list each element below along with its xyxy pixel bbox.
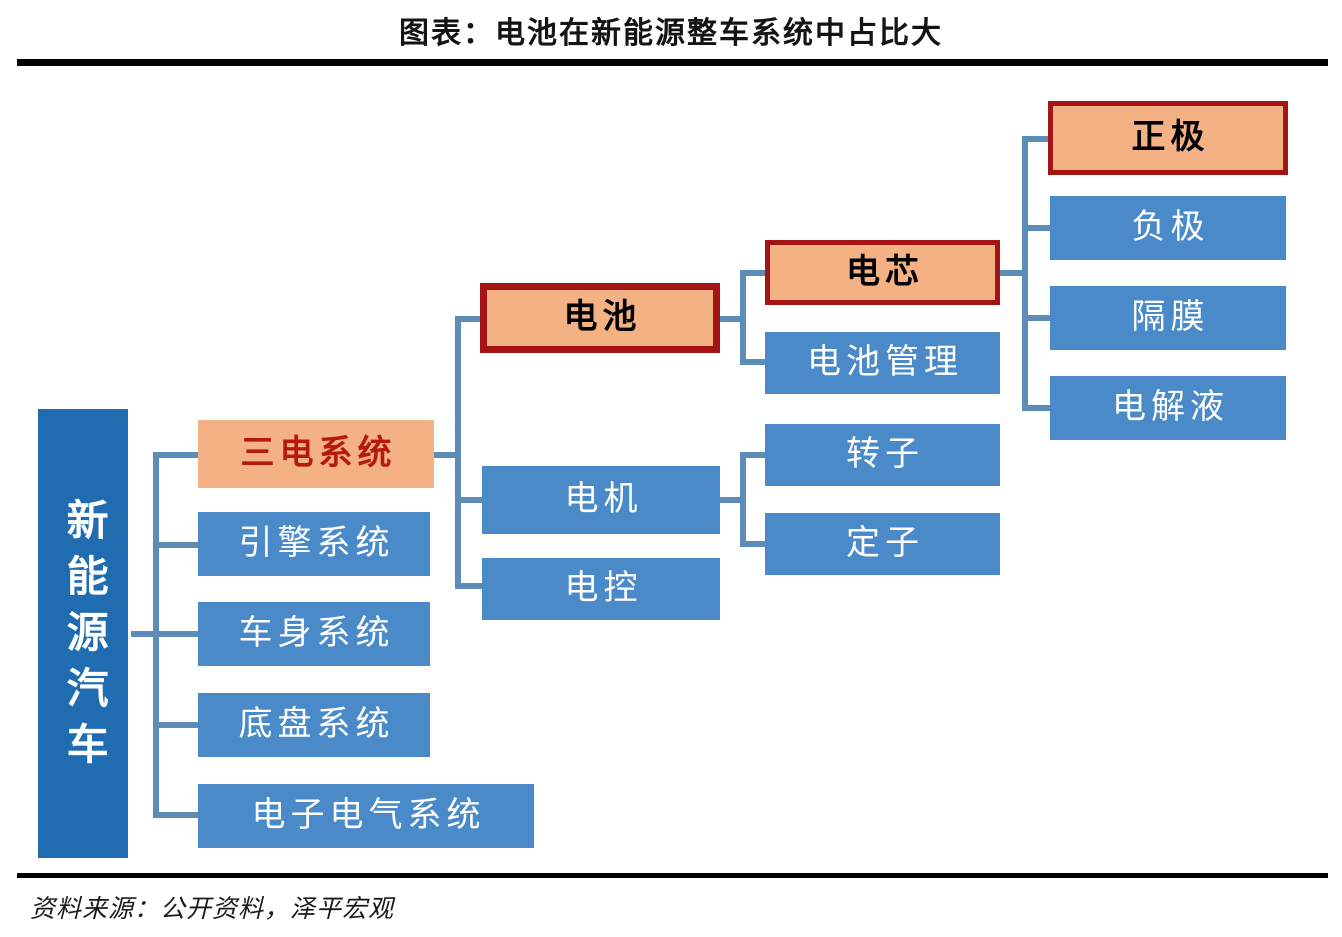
node-label: 车身系统 — [238, 615, 395, 653]
node-three-electric-system[interactable]: 三电系统 — [198, 420, 434, 488]
connector-sandian-stub — [432, 452, 460, 458]
node-chassis-system[interactable]: 底盘系统 — [198, 693, 430, 757]
node-motor[interactable]: 电机 — [482, 466, 720, 534]
node-anode[interactable]: 负极 — [1050, 196, 1286, 260]
node-label: 新能源汽车 — [60, 497, 107, 778]
node-body-system[interactable]: 车身系统 — [198, 602, 430, 666]
connector-to-dianji — [455, 497, 488, 503]
connector-to-cheshen — [153, 631, 200, 637]
node-label: 电池 — [563, 299, 642, 337]
connector-dianchi-stub — [718, 316, 746, 322]
node-label: 电池管理 — [807, 344, 963, 382]
node-battery-management[interactable]: 电池管理 — [765, 332, 1000, 394]
node-label: 引擎系统 — [238, 525, 395, 563]
connector-level3-trunk — [455, 316, 461, 589]
node-label: 定子 — [846, 525, 924, 563]
node-label: 转子 — [846, 436, 924, 474]
connector-to-dianjieye — [1022, 405, 1054, 411]
node-label: 电控 — [564, 570, 643, 608]
node-battery-cell[interactable]: 电芯 — [765, 240, 1000, 305]
connector-to-dianzi — [153, 812, 200, 818]
node-label: 电子电气系统 — [251, 797, 486, 835]
connector-to-dingzi — [740, 541, 770, 547]
node-label: 正极 — [1131, 119, 1210, 157]
connector-to-dianxin — [740, 270, 770, 276]
source-note: 资料来源：公开资料，泽平宏观 — [30, 896, 395, 923]
connector-to-fuji — [1022, 225, 1054, 231]
node-label: 隔膜 — [1131, 299, 1210, 337]
connector-level4-battery-trunk — [740, 270, 746, 365]
title-divider-rule — [17, 59, 1328, 66]
node-separator[interactable]: 隔膜 — [1050, 286, 1286, 350]
node-new-energy-vehicle[interactable]: 新能源汽车 — [38, 409, 128, 858]
node-rotor[interactable]: 转子 — [765, 424, 1000, 486]
connector-to-gemo — [1022, 315, 1054, 321]
node-electronic-electrical-system[interactable]: 电子电气系统 — [198, 784, 534, 848]
connector-root-stub — [131, 631, 159, 637]
node-electrolyte[interactable]: 电解液 — [1050, 376, 1286, 440]
connector-to-zhuanzi — [740, 452, 770, 458]
node-engine-system[interactable]: 引擎系统 — [198, 512, 430, 576]
connector-level5-trunk — [1022, 136, 1028, 411]
node-label: 电机 — [564, 481, 643, 519]
node-battery[interactable]: 电池 — [480, 283, 720, 353]
node-label: 底盘系统 — [238, 706, 395, 744]
connector-level4-motor-trunk — [740, 452, 746, 547]
node-cathode[interactable]: 正极 — [1048, 101, 1288, 175]
connector-dianji-stub — [718, 497, 746, 503]
connector-to-zhengji — [1022, 136, 1054, 142]
connector-dianxin-stub — [998, 270, 1026, 276]
node-label: 电解液 — [1112, 389, 1229, 427]
connector-to-diankong — [455, 583, 488, 589]
connector-to-dianchiguanli — [740, 359, 770, 365]
node-label: 负极 — [1131, 209, 1210, 247]
node-stator[interactable]: 定子 — [765, 513, 1000, 575]
node-label: 三电系统 — [240, 435, 397, 473]
connector-to-sandian — [153, 452, 200, 458]
connector-to-yinqing — [153, 542, 200, 548]
node-motor-controller[interactable]: 电控 — [482, 558, 720, 620]
source-divider-rule — [17, 873, 1328, 878]
connector-to-dipan — [153, 722, 200, 728]
connector-to-dianchi — [455, 316, 488, 322]
figure-title: 图表：电池在新能源整车系统中占比大 — [399, 17, 943, 50]
node-label: 电芯 — [846, 253, 924, 291]
